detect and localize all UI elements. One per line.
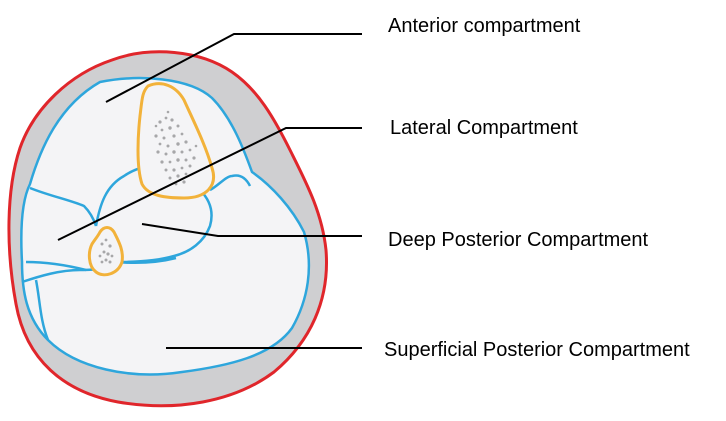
label-lateral-compartment: Lateral Compartment bbox=[390, 117, 578, 139]
fibula-marrow-dots bbox=[98, 238, 114, 264]
tibia-marrow-dots bbox=[154, 110, 198, 186]
leader-line-anterior bbox=[105, 33, 362, 103]
leader-line-deep-posterior bbox=[141, 223, 362, 237]
label-deep-posterior-compartment: Deep Posterior Compartment bbox=[388, 229, 649, 251]
label-superficial-posterior-compartment: Superficial Posterior Compartment bbox=[384, 339, 690, 361]
label-anterior-compartment: Anterior compartment bbox=[388, 15, 581, 37]
tibia-bone bbox=[136, 82, 215, 200]
leader-lines bbox=[57, 33, 362, 349]
fibula-bone bbox=[87, 226, 124, 277]
leader-line-lateral bbox=[57, 127, 362, 241]
